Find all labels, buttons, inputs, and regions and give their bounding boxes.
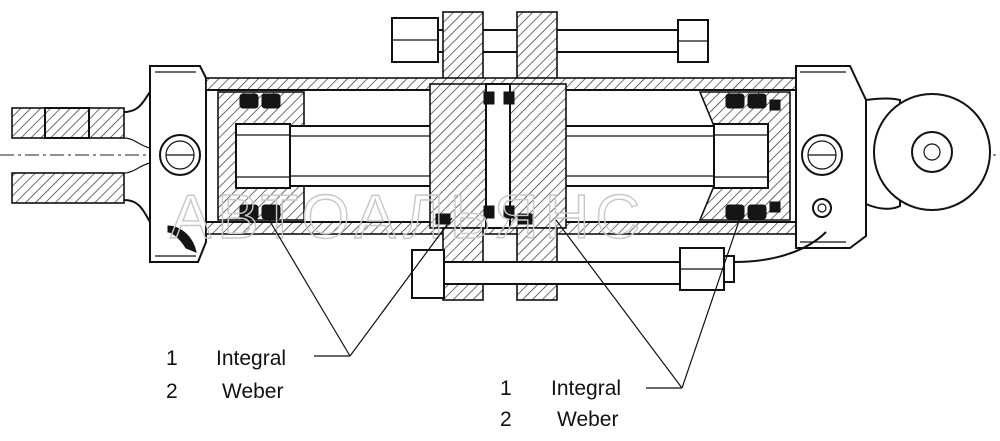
left-clevis (11, 88, 151, 226)
callout-name: Weber (557, 408, 618, 431)
leader-lines (267, 217, 741, 389)
right-end-cap (795, 65, 867, 249)
top-tie-rod (391, 11, 709, 83)
bottom-tie-rod (411, 227, 827, 301)
watermark: АВТОАЛЬЯНС (170, 183, 646, 252)
callout-number: 2 (500, 408, 512, 431)
callout-number: 2 (166, 380, 178, 403)
callout-number: 1 (500, 377, 512, 400)
callout-name: Integral (551, 377, 621, 400)
right-gland (698, 91, 791, 221)
right-eye-mount (865, 93, 991, 211)
center-flange (429, 83, 567, 229)
callout-group-left: 1 Integral 2 Weber (166, 347, 286, 403)
callout-group-right: 1 Integral 2 Weber (500, 377, 621, 431)
callout-number: 1 (166, 347, 178, 370)
callout-name: Weber (222, 380, 283, 403)
callout-name: Integral (216, 347, 286, 370)
left-end-cap (149, 65, 207, 263)
